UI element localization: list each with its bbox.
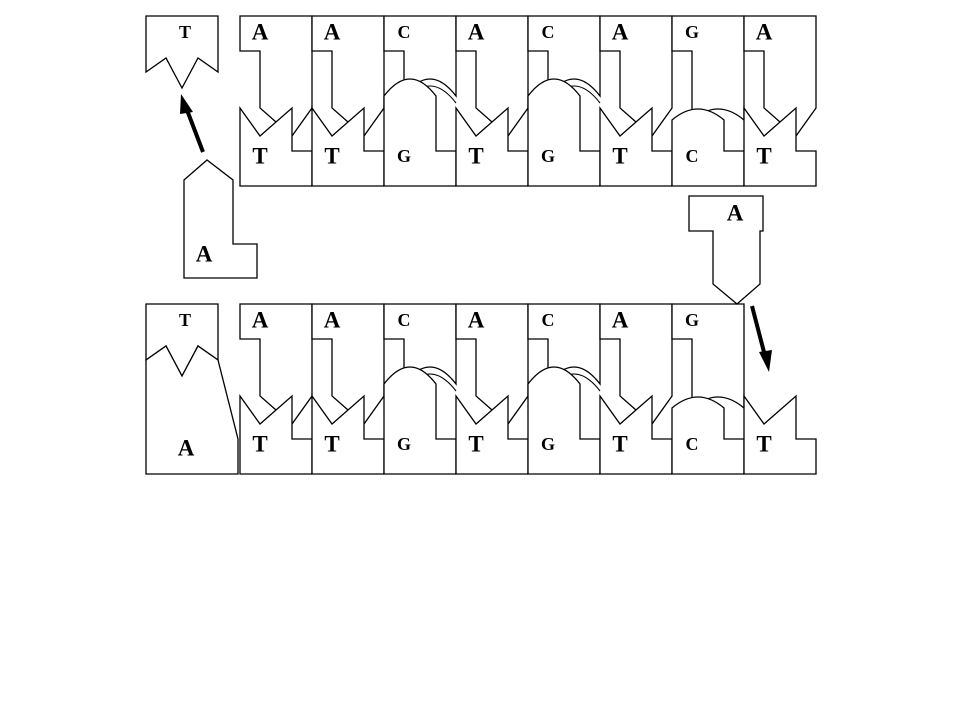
bottom-nucleotide-t: [599, 393, 673, 475]
top-base-label: G: [685, 310, 699, 330]
top-base-label: C: [542, 22, 555, 42]
strand-2: T A A C A C A G A T T G T G T C T: [145, 303, 817, 475]
bottom-nucleotide-a: [145, 345, 239, 475]
bottom-base-label: G: [541, 146, 555, 166]
top-base-label: T: [179, 22, 191, 42]
bottom-base-label: T: [252, 143, 267, 168]
bottom-nucleotide-t: [311, 393, 385, 475]
top-base-label: A: [468, 307, 485, 332]
bottom-nucleotide-g: [383, 366, 457, 475]
bottom-base-label: T: [756, 143, 771, 168]
bottom-base-label: A: [178, 435, 195, 460]
bottom-nucleotide-g: [527, 78, 601, 187]
bottom-nucleotide-c: [671, 108, 745, 187]
bottom-base-label: T: [612, 431, 627, 456]
free-nucleotide-a-shape: [183, 159, 258, 279]
free-base-label: A: [727, 200, 744, 225]
bottom-base-label: T: [324, 143, 339, 168]
bottom-nucleotide-t: [311, 105, 385, 187]
bottom-nucleotide-t: [239, 105, 313, 187]
bottom-base-label: T: [612, 143, 627, 168]
top-base-label: A: [252, 307, 269, 332]
top-base-label: A: [324, 307, 341, 332]
arrow-head-icon: [759, 350, 772, 372]
free-nucleotide-left: A: [180, 94, 258, 279]
bottom-nucleotide-g: [527, 366, 601, 475]
top-base-label: A: [468, 19, 485, 44]
top-base-label: A: [252, 19, 269, 44]
strand-1: T A A C A C A G A T T G T G T C T: [145, 15, 817, 187]
top-nucleotide-t: [145, 15, 219, 90]
top-nucleotide-g: [671, 15, 745, 122]
bottom-nucleotide-t: [743, 105, 817, 187]
bottom-nucleotide-g: [383, 78, 457, 187]
bottom-nucleotide-t: [239, 393, 313, 475]
top-base-label: A: [756, 19, 773, 44]
bottom-nucleotide-t: [743, 393, 817, 475]
free-nucleotide-right: A: [688, 195, 772, 372]
bottom-nucleotide-c: [671, 396, 745, 475]
bottom-base-label: G: [397, 146, 411, 166]
bottom-base-label: T: [252, 431, 267, 456]
bottom-nucleotide-t: [455, 393, 529, 475]
bottom-base-label: T: [468, 143, 483, 168]
bottom-base-label: G: [397, 434, 411, 454]
arrow-up-icon: [185, 109, 205, 153]
arrow-down-icon: [750, 305, 767, 357]
top-base-label: A: [612, 307, 629, 332]
top-base-label: T: [179, 310, 191, 330]
arrow-head-icon: [180, 94, 193, 114]
free-nucleotide-a-shape: [688, 195, 764, 305]
bottom-base-label: C: [686, 434, 699, 454]
top-base-label: C: [398, 310, 411, 330]
bottom-nucleotide-t: [455, 105, 529, 187]
top-base-label: C: [542, 310, 555, 330]
bottom-base-label: T: [756, 431, 771, 456]
bottom-base-label: T: [468, 431, 483, 456]
bottom-nucleotide-t: [599, 105, 673, 187]
top-base-label: A: [324, 19, 341, 44]
free-base-label: A: [196, 241, 213, 266]
bottom-base-label: T: [324, 431, 339, 456]
top-base-label: C: [398, 22, 411, 42]
top-base-label: G: [685, 22, 699, 42]
top-base-label: A: [612, 19, 629, 44]
bottom-base-label: G: [541, 434, 555, 454]
bottom-base-label: C: [686, 146, 699, 166]
top-nucleotide-g: [671, 303, 745, 410]
